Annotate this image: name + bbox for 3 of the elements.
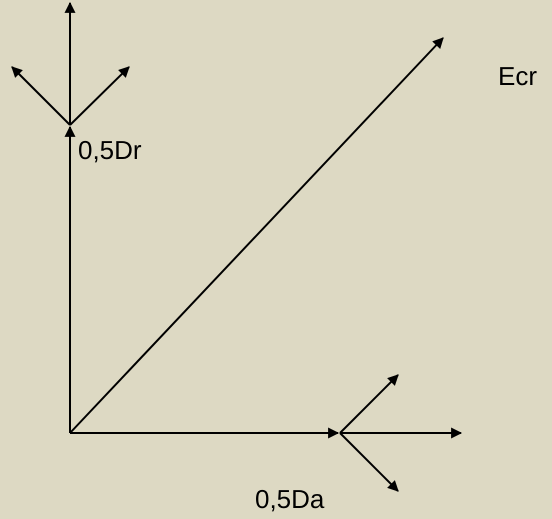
vector-label: 0,5Da: [255, 486, 324, 512]
vector-label: 0,5Dr: [78, 137, 142, 163]
vector-label: Ecr: [498, 63, 537, 89]
